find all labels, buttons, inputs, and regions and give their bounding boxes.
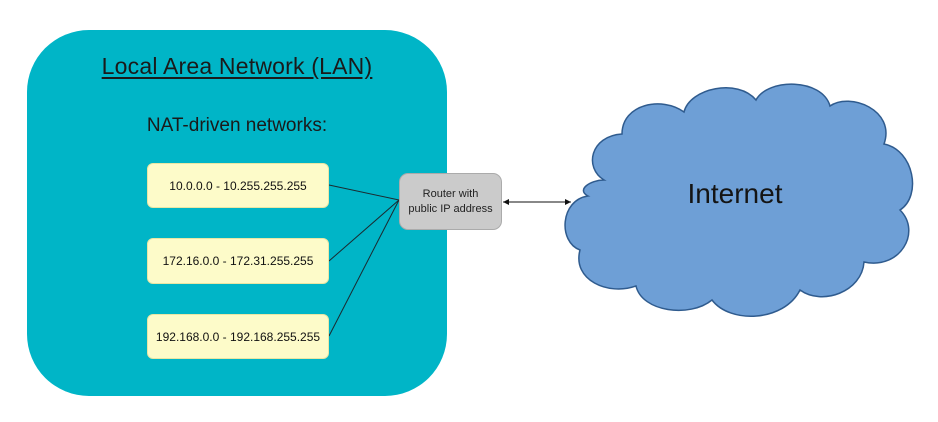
- router-label-line-1: Router with: [422, 187, 479, 200]
- subnet-1-link-overlay: [328, 184, 400, 201]
- subnet-box-10: 10.0.0.0 - 10.255.255.255: [147, 163, 329, 208]
- internet-cloud: [564, 83, 914, 317]
- router-label-line-2: public IP address: [408, 202, 493, 215]
- subnet-range-label: 192.168.0.0 - 192.168.255.255: [155, 329, 321, 344]
- router-node: Router with public IP address: [399, 173, 502, 230]
- subnet-range-label: 10.0.0.0 - 10.255.255.255: [169, 178, 307, 193]
- internet-label: Internet: [687, 178, 783, 209]
- subnet-box-172: 172.16.0.0 - 172.31.255.255: [147, 238, 329, 284]
- nat-networks-label: NAT-driven networks:: [146, 115, 328, 136]
- subnet-2-link-overlay: [328, 199, 400, 262]
- lan-title: Local Area Network (LAN): [101, 53, 373, 79]
- subnet-3-link-overlay: [328, 199, 400, 337]
- subnet-range-label: 172.16.0.0 - 172.31.255.255: [162, 254, 314, 268]
- subnet-box-192: 192.168.0.0 - 192.168.255.255: [147, 314, 329, 359]
